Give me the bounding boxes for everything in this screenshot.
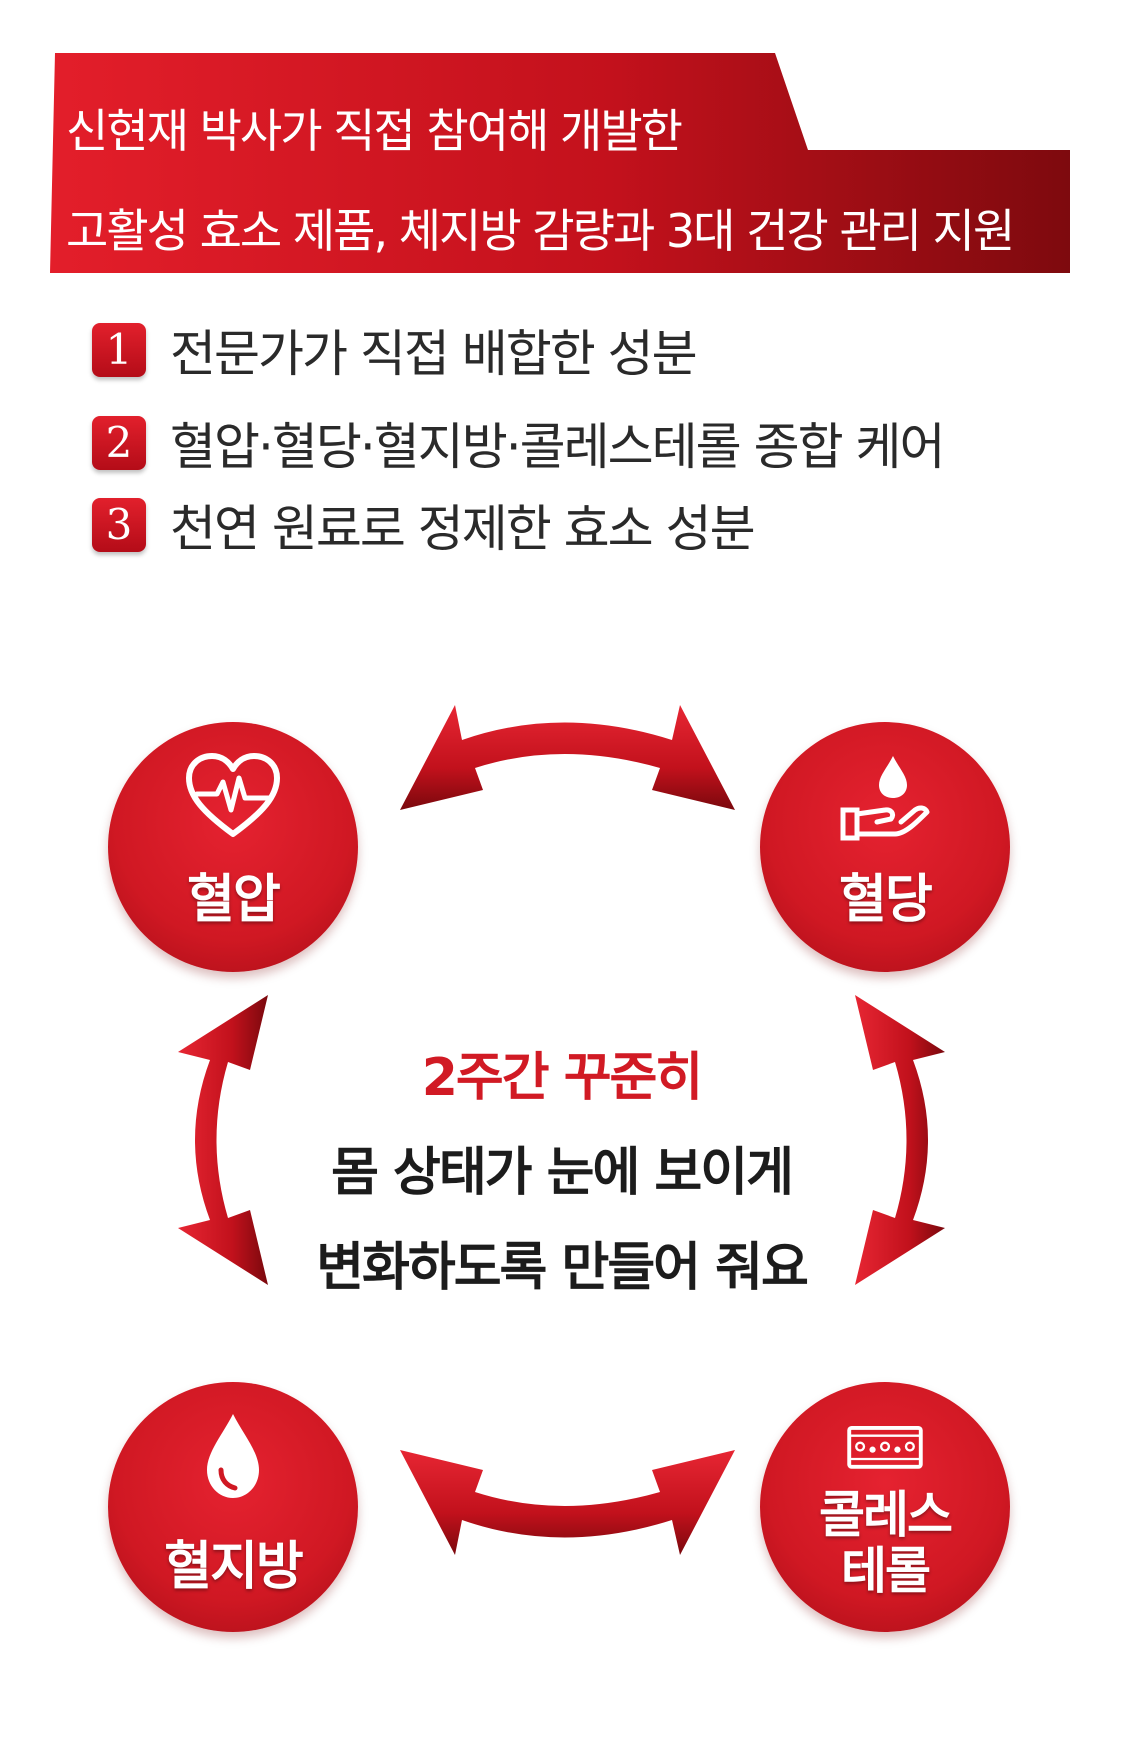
feature-text: 천연 원료로 정제한 효소 성분 [170, 500, 756, 558]
feature-item: 2 혈압·혈당·혈지방·콜레스테롤 종합 케어 [92, 413, 945, 476]
top-double-arrow [400, 705, 735, 810]
blood-sugar-node: 혈당 [760, 722, 1010, 972]
heart-pulse-icon [186, 753, 280, 837]
center-text-line-3: 변화하도록 만들어 줘요 [316, 1238, 809, 1298]
number-badge: 3 [92, 498, 146, 552]
node-label: 혈지방 [164, 1537, 304, 1597]
node-label-line-2: 테롤 [841, 1542, 931, 1600]
right-double-arrow [855, 995, 945, 1285]
number-badge: 2 [92, 416, 146, 470]
banner-line-2: 고활성 효소 제품, 체지방 감량과 3대 건강 관리 지원 [66, 204, 1015, 258]
feature-item: 3 천연 원료로 정제한 효소 성분 [92, 495, 756, 558]
hand-drop-icon [840, 756, 930, 841]
feature-item: 1 전문가가 직접 배합한 성분 [92, 320, 698, 383]
drop-icon [207, 1414, 259, 1498]
center-text-line-2: 몸 상태가 눈에 보이게 [331, 1143, 794, 1203]
banner-background [50, 53, 1070, 273]
node-label-line-1: 콜레스 [819, 1486, 953, 1544]
node-label: 콜레스 테롤 [760, 1487, 1010, 1599]
header-banner: 신현재 박사가 직접 참여해 개발한 고활성 효소 제품, 체지방 감량과 3대… [0, 0, 1123, 300]
bottom-double-arrow [400, 1450, 735, 1555]
blood-fat-node: 혈지방 [108, 1382, 358, 1632]
number-badge: 1 [92, 323, 146, 377]
vessel-icon [847, 1425, 923, 1469]
feature-text: 전문가가 직접 배합한 성분 [170, 325, 698, 383]
cholesterol-node: 콜레스 테롤 [760, 1382, 1010, 1632]
node-label: 혈당 [839, 870, 933, 930]
blood-pressure-node: 혈압 [108, 722, 358, 972]
cycle-arrows [178, 705, 945, 1555]
left-double-arrow [178, 995, 268, 1285]
feature-text: 혈압·혈당·혈지방·콜레스테롤 종합 케어 [170, 418, 945, 476]
banner-line-1: 신현재 박사가 직접 참여해 개발한 [66, 104, 683, 158]
health-cycle-diagram: 혈압 혈당 혈지방 콜레스 테롤 [0, 640, 1123, 1640]
node-label: 혈압 [187, 870, 281, 930]
center-headline: 2주간 꾸준히 [421, 1048, 704, 1108]
